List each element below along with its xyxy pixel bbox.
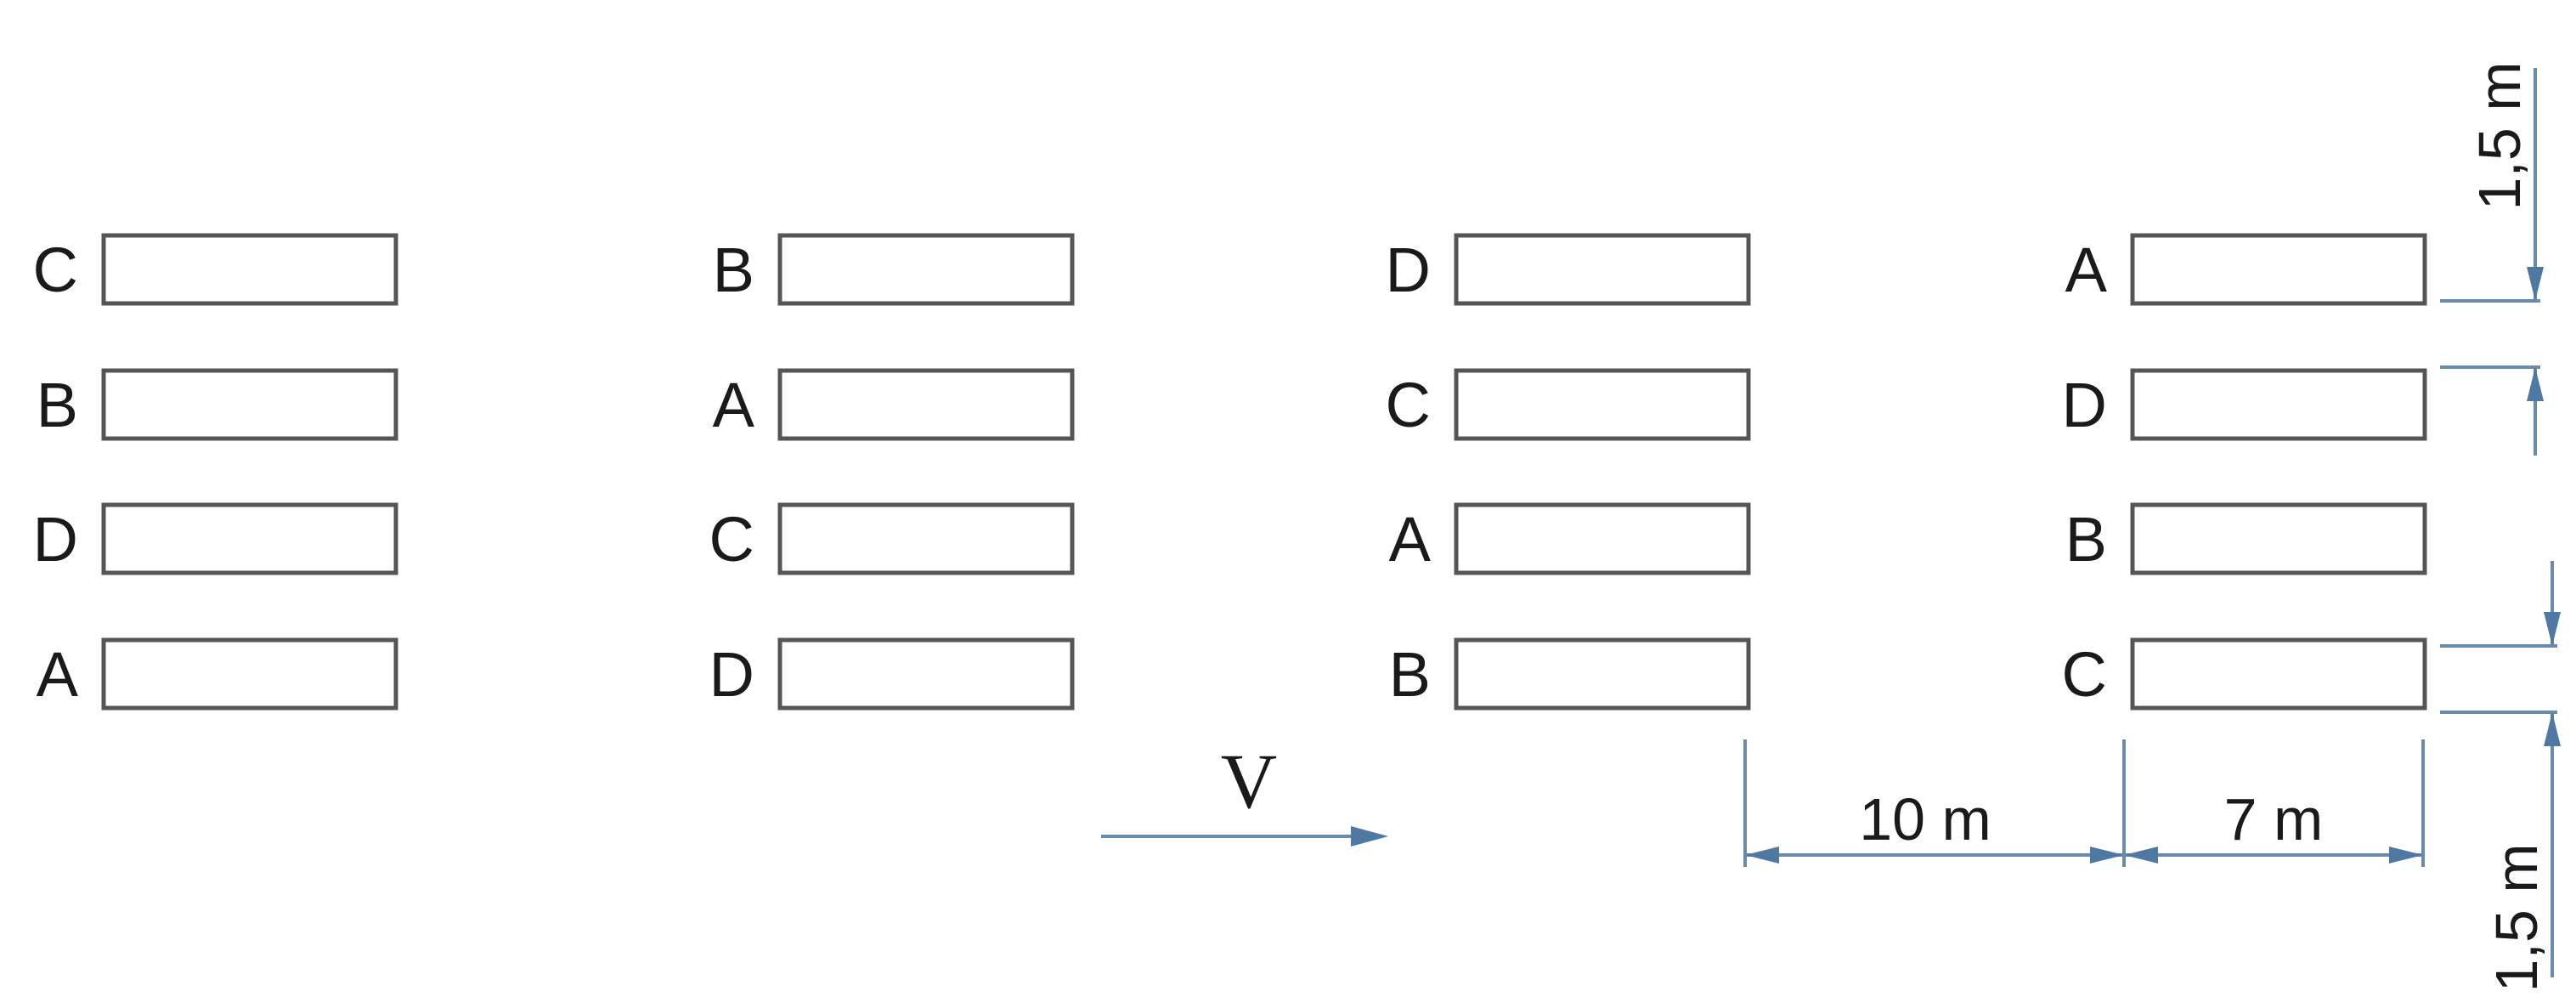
wind-label: V bbox=[1221, 738, 1277, 824]
dimension-plot-length: 7 m bbox=[2122, 739, 2425, 867]
plot-rect bbox=[2130, 502, 2427, 575]
plot-rect bbox=[101, 233, 398, 306]
dimension-row-gap-bottom-label: 1,5 m bbox=[2483, 843, 2550, 992]
plot-rect bbox=[1454, 233, 1751, 306]
plot-label: D bbox=[1386, 235, 1431, 305]
dimension-row-gap-top-label: 1,5 m bbox=[2466, 61, 2533, 210]
plot-rect bbox=[777, 233, 1075, 306]
wind-direction-arrow: V bbox=[1101, 738, 1388, 847]
plot-label: B bbox=[2065, 504, 2107, 575]
dimension-row-gap-top: 1,5 m bbox=[2440, 61, 2544, 456]
plot-label: C bbox=[33, 235, 78, 305]
plot-rect bbox=[777, 502, 1075, 575]
dimension-spacing-label: 10 m bbox=[1859, 786, 1991, 852]
plot-label: A bbox=[37, 639, 79, 710]
dimension-spacing: 10 m bbox=[1743, 739, 2124, 867]
plot-rect bbox=[777, 368, 1075, 441]
plot-label: B bbox=[713, 235, 754, 305]
dimension-row-gap-bottom: 1,5 m bbox=[2440, 561, 2561, 993]
plot-label: C bbox=[1386, 370, 1431, 440]
plot-label: A bbox=[2065, 235, 2108, 305]
plot-rect bbox=[2130, 637, 2427, 711]
plot-label: A bbox=[713, 370, 755, 440]
plot-rect bbox=[1454, 502, 1751, 575]
plot-rect bbox=[101, 502, 398, 575]
plot-label: B bbox=[1389, 639, 1431, 710]
plot-label: D bbox=[2062, 370, 2107, 440]
plot-label: C bbox=[709, 504, 754, 575]
plot-label: C bbox=[2062, 639, 2107, 710]
plot-label: D bbox=[33, 504, 78, 575]
plot-label: A bbox=[1389, 504, 1432, 575]
plot-rect bbox=[777, 637, 1075, 711]
plot-rect bbox=[2130, 233, 2427, 306]
plot-label: B bbox=[37, 370, 78, 440]
dimension-plot-length-label: 7 m bbox=[2224, 786, 2324, 852]
plot-label: D bbox=[709, 639, 754, 710]
plot-rect bbox=[2130, 368, 2427, 441]
plot-rect bbox=[1454, 368, 1751, 441]
plot-rect bbox=[101, 637, 398, 711]
plot-rect bbox=[101, 368, 398, 441]
plot-rect bbox=[1454, 637, 1751, 711]
